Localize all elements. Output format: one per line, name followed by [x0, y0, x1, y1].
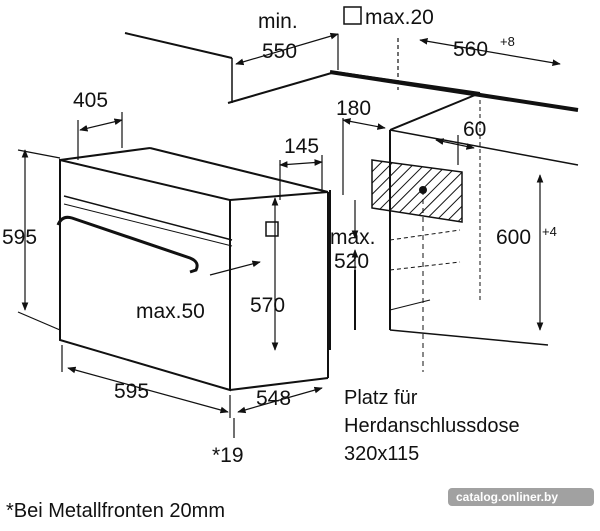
label-60: 60: [463, 118, 486, 141]
label-548: 548: [256, 387, 291, 410]
watermark-badge: [448, 488, 594, 506]
label-405: 405: [73, 89, 108, 112]
socket-area: [371, 159, 463, 372]
socket-note-line1: Platz für: [344, 387, 418, 409]
label-max: max.: [330, 226, 376, 249]
footnote: *Bei Metallfronten 20mm: [6, 500, 225, 522]
label-max50: max.50: [136, 300, 205, 323]
label-180: 180: [336, 97, 371, 120]
label-600-tolerance: +4: [542, 224, 557, 239]
label-560: 560: [453, 38, 488, 61]
square-icon: [343, 6, 362, 25]
dimension-lines: [17, 32, 561, 438]
label-max20: max.20: [365, 6, 434, 29]
label-595-height: 595: [2, 226, 37, 249]
label-560-tolerance: +8: [500, 34, 515, 49]
label-600: 600: [496, 226, 531, 249]
label-145: 145: [284, 135, 319, 158]
label-550: 550: [262, 40, 297, 63]
label-570: 570: [250, 294, 285, 317]
watermark-text: catalog.onliner.by: [456, 490, 558, 504]
label-520: 520: [334, 250, 369, 273]
label-min: min.: [258, 10, 298, 33]
oven-body: [56, 147, 329, 392]
label-595-width: 595: [114, 380, 149, 403]
socket-note-line3: 320x115: [344, 443, 419, 465]
socket-note-line2: Herdanschlussdose: [344, 415, 520, 437]
label-19: *19: [212, 444, 244, 467]
